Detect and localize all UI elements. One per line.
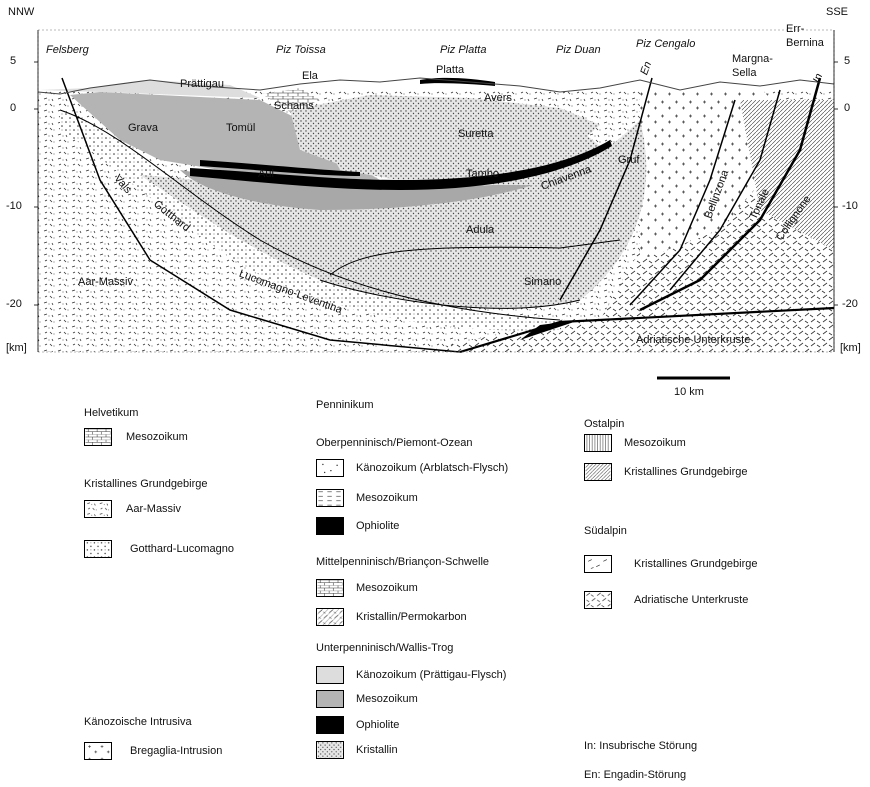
swatch-arblatsch-flysch	[316, 459, 344, 477]
depth-unit-left: [km]	[6, 342, 27, 355]
legend-label: Kristallines Grundgebirge	[624, 466, 748, 479]
legend-label: Ophiolite	[356, 520, 399, 533]
peak-piz-duan: Piz Duan	[556, 44, 601, 57]
swatch-suedalpin-kristallin	[584, 555, 612, 573]
swatch-ostalpin-mesozoikum	[584, 434, 612, 452]
legend-label: Mesozoikum	[356, 492, 418, 505]
unit-adula: Adula	[466, 224, 494, 237]
unit-gruf: Gruf	[618, 154, 639, 167]
depth-tick-20-left: -20	[6, 298, 22, 311]
legend-label: Känozoikum (Arblatsch-Flysch)	[356, 462, 508, 475]
peak-piz-cengalo: Piz Cengalo	[636, 38, 695, 51]
swatch-unter-ophiolite	[316, 716, 344, 734]
legend-label: Aar-Massiv	[126, 503, 181, 516]
legend-label: Ophiolite	[356, 719, 399, 732]
swatch-ober-ophiolite	[316, 517, 344, 535]
swatch-kristallin-permokarbon	[316, 608, 344, 626]
unit-platta: Platta	[436, 64, 464, 77]
legend-kristallines-title: Kristallines Grundgebirge	[84, 478, 208, 491]
peak-felsberg: Felsberg	[46, 44, 89, 57]
unit-praettigau: Prättigau	[180, 78, 224, 91]
legend-label: Kristallines Grundgebirge	[634, 558, 758, 571]
swatch-mittel-mesozoikum	[316, 579, 344, 597]
unit-tambo: Tambo	[466, 168, 499, 181]
unit-avers: Avers	[484, 92, 512, 105]
swatch-helvetikum-mesozoikum	[84, 428, 112, 446]
swatch-bregaglia	[84, 742, 112, 760]
unit-margna-sella: Margna-Sella	[732, 52, 780, 80]
swatch-aar-massiv	[84, 500, 112, 518]
legend-oberpenninisch-title: Oberpenninisch/Piemont-Ozean	[316, 437, 473, 450]
legend-label: Mesozoikum	[356, 582, 418, 595]
legend-label: Kristallin/Permokarbon	[356, 611, 467, 624]
unit-schams: Schams	[274, 100, 314, 113]
legend-label: Kristallin	[356, 744, 398, 757]
swatch-adriatische-unterkruste	[584, 591, 612, 609]
legend-label: Mesozoikum	[624, 437, 686, 450]
scale-bar-label: 10 km	[674, 386, 704, 399]
swatch-praettigau-flysch	[316, 666, 344, 684]
depth-tick-0-right: 0	[844, 102, 850, 115]
depth-tick-20-right: -20	[842, 298, 858, 311]
legend-mittelpenninisch-title: Mittelpenninisch/Briançon-Schwelle	[316, 556, 489, 569]
legend-label: Mesozoikum	[126, 431, 188, 444]
legend-label: Adriatische Unterkruste	[634, 594, 748, 607]
sse-label: SSE	[826, 6, 848, 19]
swatch-unter-mesozoikum	[316, 690, 344, 708]
unit-err-bernina: Err-Bernina	[786, 22, 830, 50]
nnw-label: NNW	[8, 6, 34, 19]
unit-aar-massiv: Aar-Massiv	[78, 276, 133, 289]
legend-penninikum-title: Penninikum	[316, 399, 373, 412]
unit-simano: Simano	[524, 276, 561, 289]
legend-fault-en: En: Engadin-Störung	[584, 769, 686, 782]
unit-adriatische-unterkruste: Adriatische Unterkruste	[636, 334, 750, 347]
depth-tick-0-left: 0	[10, 102, 16, 115]
swatch-unter-kristallin	[316, 741, 344, 759]
depth-tick-5-left: 5	[10, 55, 16, 68]
legend-label: Mesozoikum	[356, 693, 418, 706]
legend-suedalpin-title: Südalpin	[584, 525, 627, 538]
peak-piz-toissa: Piz Toissa	[276, 44, 326, 57]
legend-label: Bregaglia-Intrusion	[130, 745, 222, 758]
unit-grava: Grava	[128, 122, 158, 135]
unit-aul: Aul	[258, 168, 274, 181]
depth-tick-10-right: -10	[842, 200, 858, 213]
swatch-gotthard-lucomagno	[84, 540, 112, 558]
peak-piz-platta: Piz Platta	[440, 44, 486, 57]
legend-label: Gotthard-Lucomagno	[130, 543, 234, 556]
depth-tick-5-right: 5	[844, 55, 850, 68]
unit-ela: Ela	[302, 70, 318, 83]
swatch-ober-mesozoikum	[316, 489, 344, 507]
legend-intrusiva-title: Känozoische Intrusiva	[84, 716, 192, 729]
unit-tomuel: Tomül	[226, 122, 255, 135]
legend-helvetikum-title: Helvetikum	[84, 407, 138, 420]
swatch-ostalpin-kristallin	[584, 463, 612, 481]
legend-label: Känozoikum (Prättigau-Flysch)	[356, 669, 506, 682]
legend-fault-in: In: Insubrische Störung	[584, 740, 697, 753]
depth-unit-right: [km]	[840, 342, 861, 355]
legend-unterpenninisch-title: Unterpenninisch/Wallis-Trog	[316, 642, 453, 655]
legend-ostalpin-title: Ostalpin	[584, 418, 624, 431]
unit-suretta: Suretta	[458, 128, 493, 141]
depth-tick-10-left: -10	[6, 200, 22, 213]
